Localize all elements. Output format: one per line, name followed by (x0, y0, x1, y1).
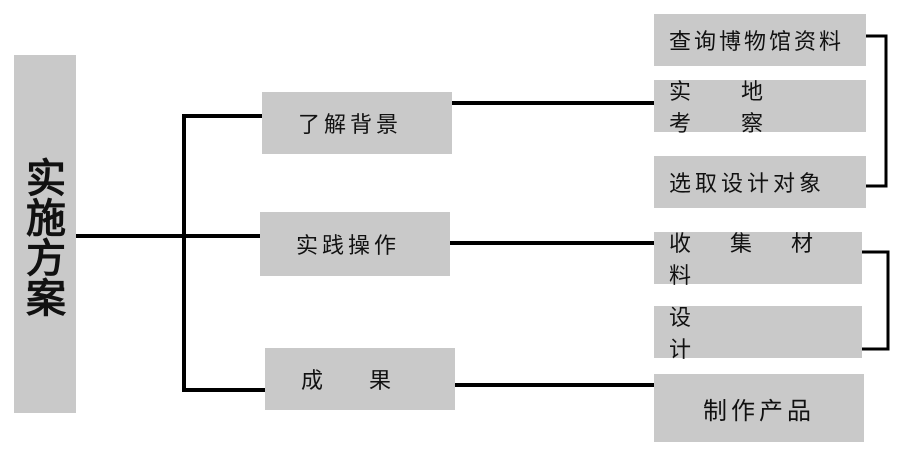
leaf-node-museum-research: 查询博物馆资料 (654, 14, 866, 66)
leaf-label-museum-research: 查询博物馆资料 (669, 30, 845, 55)
stage-label-background: 了解背景 (298, 113, 403, 138)
leaf-label-site-visit: 实地考察 (669, 80, 814, 137)
leaf-label-collect-materials: 收集材料 (669, 232, 853, 289)
leaf-node-select-object: 选取设计对象 (654, 156, 866, 208)
stage-label-practice: 实践操作 (296, 234, 401, 259)
leaf-node-make-product: 制作产品 (654, 374, 864, 442)
leaf-node-collect-materials: 收集材料 (654, 232, 862, 289)
stage-node-practice: 实践操作 (260, 212, 450, 276)
leaf-label-design: 设计 (669, 306, 832, 363)
leaf-node-site-visit: 实地考察 (654, 80, 866, 137)
stage-node-result: 成果 (265, 348, 455, 410)
stage-node-background: 了解背景 (262, 92, 452, 154)
stage-label-result: 成果 (301, 369, 438, 394)
leaf-label-make-product: 制作产品 (703, 396, 815, 425)
root-label: 实施方案 (19, 157, 65, 317)
leaf-label-select-object: 选取设计对象 (669, 172, 826, 197)
root-node: 实施方案 (14, 55, 76, 413)
leaf-node-design: 设计 (654, 306, 862, 363)
